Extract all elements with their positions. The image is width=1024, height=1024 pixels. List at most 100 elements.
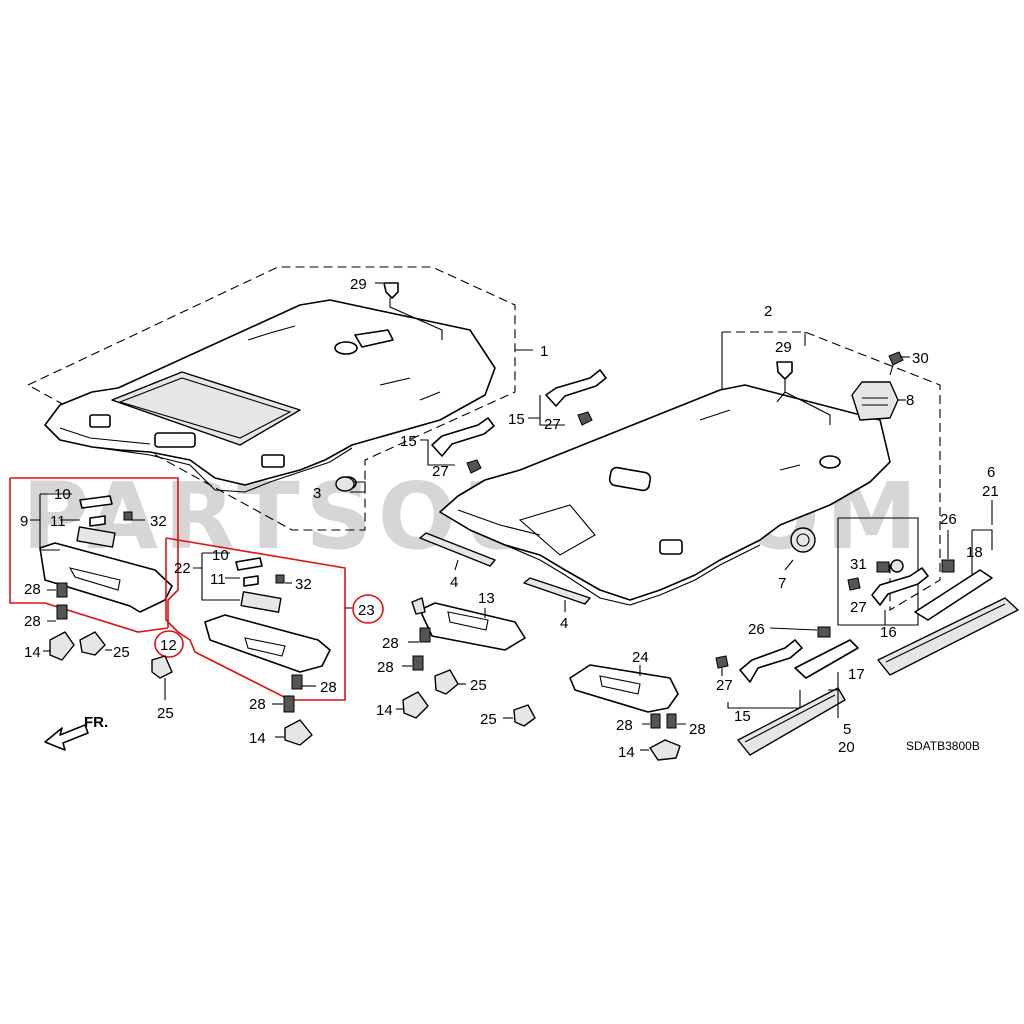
callout-29[interactable]: 29 xyxy=(775,339,792,356)
callout-28[interactable]: 28 xyxy=(616,717,633,734)
bolt-28-e[interactable] xyxy=(419,627,431,643)
clip-14-a[interactable] xyxy=(49,631,75,661)
screw-27-a[interactable] xyxy=(577,411,593,426)
callout-32[interactable]: 32 xyxy=(295,576,312,593)
clip-31[interactable] xyxy=(890,559,904,573)
bolt-28-h[interactable] xyxy=(666,713,677,729)
callout-32[interactable]: 32 xyxy=(150,513,167,530)
clip-14-b[interactable] xyxy=(284,719,313,746)
screw-30[interactable] xyxy=(888,351,904,376)
callout-25[interactable]: 25 xyxy=(113,644,130,661)
callout-28[interactable]: 28 xyxy=(689,721,706,738)
callout-5[interactable]: 5 xyxy=(843,721,851,738)
callout-23[interactable]: 23 xyxy=(358,602,375,619)
headliner-sunroof[interactable] xyxy=(26,266,516,531)
callout-10[interactable]: 10 xyxy=(212,547,229,564)
clip-14-d[interactable] xyxy=(649,739,681,761)
callout-1[interactable]: 1 xyxy=(540,343,548,360)
callout-11[interactable]: 11 xyxy=(50,513,66,530)
callout-27[interactable]: 27 xyxy=(432,463,449,480)
callout-15[interactable]: 15 xyxy=(508,411,525,428)
clip-25-c[interactable] xyxy=(434,669,459,695)
clip-25-a[interactable] xyxy=(79,631,106,656)
callout-14[interactable]: 14 xyxy=(376,702,393,719)
bolt-28-d[interactable] xyxy=(283,695,295,713)
bolt-28-g[interactable] xyxy=(650,713,661,729)
sun-visor-12[interactable] xyxy=(39,495,173,613)
callout-14[interactable]: 14 xyxy=(24,644,41,661)
bracket-18[interactable] xyxy=(914,569,993,621)
screw-32-b[interactable] xyxy=(275,574,285,584)
callout-2[interactable]: 2 xyxy=(764,303,772,320)
clip-29-b[interactable] xyxy=(776,361,793,380)
callout-26[interactable]: 26 xyxy=(748,621,765,638)
callout-28[interactable]: 28 xyxy=(24,613,41,630)
clip-25-d[interactable] xyxy=(513,704,536,727)
callout-21[interactable]: 21 xyxy=(982,483,999,500)
grab-handle-15-c[interactable] xyxy=(739,639,803,683)
callout-18[interactable]: 18 xyxy=(966,544,983,561)
sun-visor-23[interactable] xyxy=(204,557,331,673)
bolt-28-a[interactable] xyxy=(56,582,68,598)
clip-14-c[interactable] xyxy=(402,691,429,719)
callout-7[interactable]: 7 xyxy=(778,575,786,592)
sun-visor-13[interactable] xyxy=(411,597,526,651)
callout-11[interactable]: 11 xyxy=(210,571,226,588)
trim-rail-5[interactable] xyxy=(737,687,846,756)
part-7-cover[interactable] xyxy=(790,527,816,553)
strip-4-b[interactable] xyxy=(523,577,591,605)
screw-31[interactable] xyxy=(876,561,890,573)
callout-29[interactable]: 29 xyxy=(350,276,367,293)
screw-32-a[interactable] xyxy=(123,511,133,521)
callout-15[interactable]: 15 xyxy=(734,708,751,725)
callout-16[interactable]: 16 xyxy=(880,624,897,641)
callout-12[interactable]: 12 xyxy=(160,637,177,654)
bolt-28-b[interactable] xyxy=(56,604,68,620)
callout-27[interactable]: 27 xyxy=(850,599,867,616)
callout-14[interactable]: 14 xyxy=(618,744,635,761)
callout-8[interactable]: 8 xyxy=(906,392,914,409)
callout-28[interactable]: 28 xyxy=(377,659,394,676)
part-8-light-housing[interactable] xyxy=(851,381,899,421)
screw-27-c[interactable] xyxy=(715,655,729,669)
screw-26-b[interactable] xyxy=(941,559,955,573)
callout-27[interactable]: 27 xyxy=(716,677,733,694)
callout-25[interactable]: 25 xyxy=(470,677,487,694)
callout-17[interactable]: 17 xyxy=(848,666,865,683)
callout-10[interactable]: 10 xyxy=(54,486,71,503)
callout-20[interactable]: 20 xyxy=(838,739,855,756)
headliner-standard[interactable] xyxy=(439,331,941,611)
grab-handle-15-b[interactable] xyxy=(431,417,495,457)
callout-28[interactable]: 28 xyxy=(382,635,399,652)
grab-handle-15-a[interactable] xyxy=(545,369,607,407)
screw-27-b[interactable] xyxy=(466,459,482,474)
bracket-17[interactable] xyxy=(794,639,859,679)
screw-27-d[interactable] xyxy=(847,577,861,591)
callout-25[interactable]: 25 xyxy=(480,711,497,728)
callout-30[interactable]: 30 xyxy=(912,350,929,367)
clip-3[interactable] xyxy=(335,476,355,492)
bolt-28-c[interactable] xyxy=(291,674,303,690)
screw-26-a[interactable] xyxy=(817,626,831,638)
callout-13[interactable]: 13 xyxy=(478,590,495,607)
clip-25-b[interactable] xyxy=(151,655,173,679)
callout-22[interactable]: 22 xyxy=(174,560,191,577)
callout-28[interactable]: 28 xyxy=(24,581,41,598)
grab-handle-16[interactable] xyxy=(871,567,929,606)
callout-26[interactable]: 26 xyxy=(940,511,957,528)
callout-15[interactable]: 15 xyxy=(400,433,417,450)
strip-4-a[interactable] xyxy=(419,532,496,567)
trim-rail-6[interactable] xyxy=(877,597,1019,676)
callout-3[interactable]: 3 xyxy=(313,485,321,502)
callout-4[interactable]: 4 xyxy=(450,574,458,591)
callout-6[interactable]: 6 xyxy=(987,464,995,481)
sun-visor-24[interactable] xyxy=(569,664,679,713)
clip-29-a[interactable] xyxy=(383,282,399,299)
callout-24[interactable]: 24 xyxy=(632,649,649,666)
callout-28[interactable]: 28 xyxy=(320,679,337,696)
callout-25[interactable]: 25 xyxy=(157,705,174,722)
callout-4[interactable]: 4 xyxy=(560,615,568,632)
callout-31[interactable]: 31 xyxy=(850,556,867,573)
callout-14[interactable]: 14 xyxy=(249,730,266,747)
callout-28[interactable]: 28 xyxy=(249,696,266,713)
